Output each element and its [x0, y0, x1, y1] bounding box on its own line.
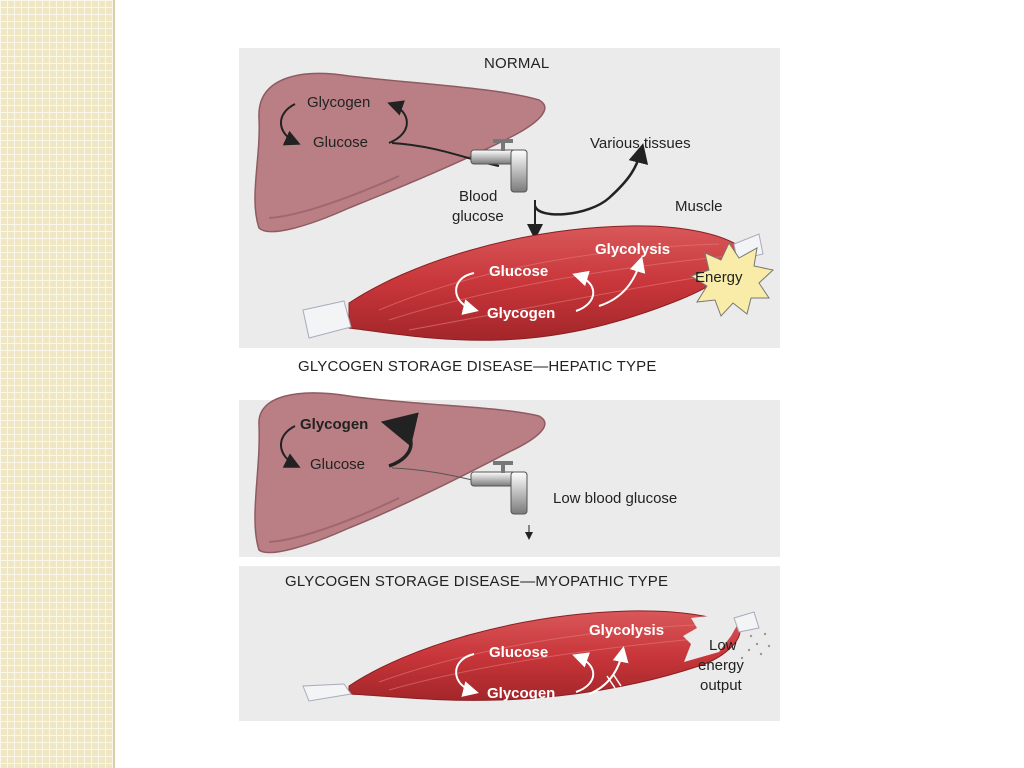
liver-glucose-label: Glucose [310, 456, 366, 473]
energy-label: Energy [695, 269, 743, 286]
myopathic-illustration [302, 610, 771, 702]
low-blood-glucose-label: Low blood glucose [553, 490, 678, 507]
muscle-shape [348, 610, 741, 701]
decorative-side-strip [0, 0, 115, 768]
energy-label: energy [698, 657, 744, 674]
low-label: Low [709, 637, 737, 654]
liver-glycogen-label: Glycogen [307, 94, 371, 111]
hepatic-illustration [254, 392, 546, 554]
normal-heading: NORMAL [484, 55, 550, 72]
muscle-label: Muscle [675, 198, 723, 215]
muscle-glucose-label: Glucose [489, 644, 549, 661]
myopathic-heading: GLYCOGEN STORAGE DISEASE—MYOPATHIC TYPE [285, 573, 669, 590]
blood-label: Blood [459, 188, 498, 205]
liver-shape [254, 392, 546, 554]
muscle-glycogen-label: Glycogen [487, 685, 556, 702]
muscle-glycolysis-label: Glycolysis [589, 622, 665, 639]
muscle-glycolysis-label: Glycolysis [595, 241, 671, 258]
panel-myopathic: GLYCOGEN STORAGE DISEASE—MYOPATHIC TYPE … [239, 566, 780, 721]
normal-illustration [254, 72, 775, 341]
muscle-glucose-label: Glucose [489, 263, 549, 280]
liver-glucose-label: Glucose [313, 134, 369, 151]
muscle-glycogen-label: Glycogen [487, 305, 556, 322]
muscle-shape [348, 225, 743, 341]
liver-glycogen-label: Glycogen [300, 416, 369, 433]
various-tissues-label: Various tissues [590, 135, 691, 152]
panel-hepatic: Glycogen Glucose Low blood glucose [239, 392, 780, 557]
glucose-label: glucose [452, 208, 504, 225]
hepatic-heading: GLYCOGEN STORAGE DISEASE—HEPATIC TYPE [298, 358, 657, 375]
output-label: output [700, 677, 742, 694]
panel-normal: NORMAL Glycogen Glucose Various tissues … [239, 48, 780, 348]
energy-starburst [689, 241, 775, 317]
liver-shape [254, 72, 546, 233]
